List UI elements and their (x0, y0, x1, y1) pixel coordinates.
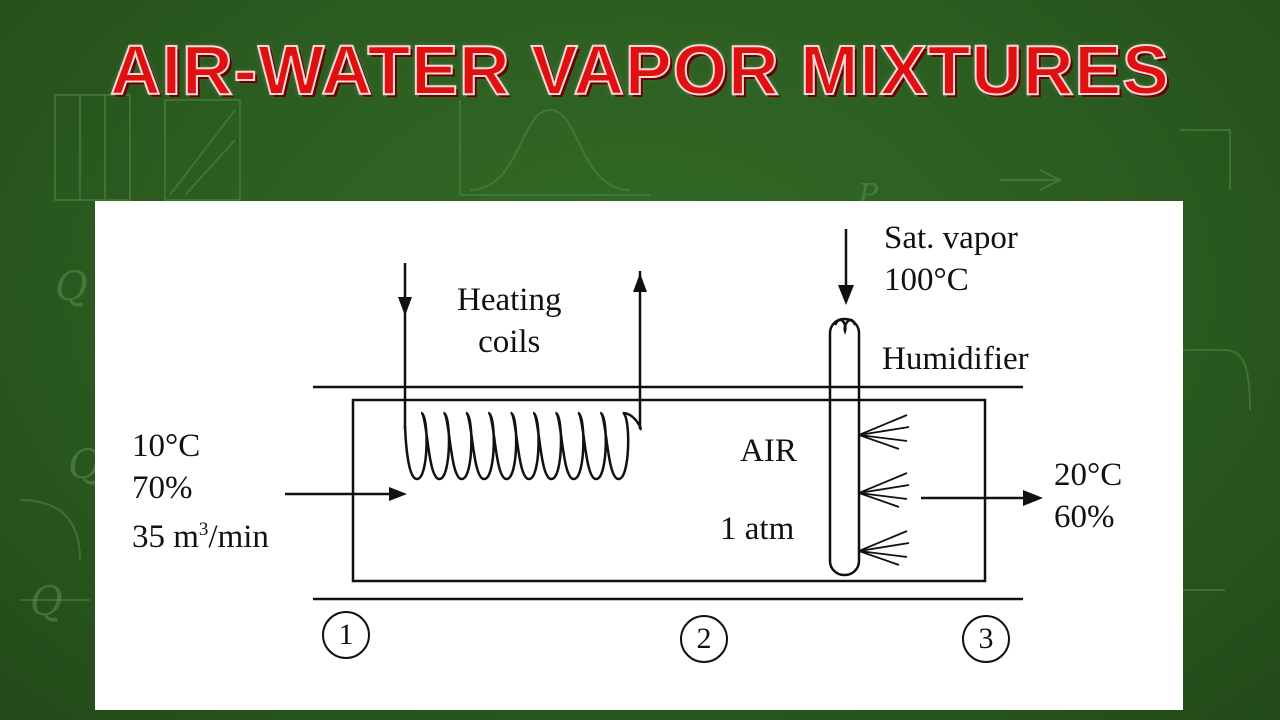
steam-supply-label: Sat. vapor 100°C (884, 220, 1018, 298)
inlet-arrow-icon (389, 487, 407, 501)
state-2-marker: 2 (680, 615, 728, 663)
state-3-marker: 3 (962, 615, 1010, 663)
svg-text:Q: Q (55, 264, 88, 310)
air-label: AIR (740, 433, 797, 469)
humidifier-pipe-cap (833, 318, 857, 335)
diagram-panel: Heating coils Sat. vapor 100°C Humidifie… (95, 201, 1183, 710)
outlet-arrow-icon (1023, 490, 1043, 506)
heating-coil (403, 263, 642, 481)
coil-inlet-arrow-icon (398, 297, 412, 316)
pressure-label: 1 atm (720, 511, 795, 547)
humidifier-spray-nozzles (858, 414, 910, 566)
steam-inlet-arrow-icon (838, 285, 854, 305)
process-schematic (285, 229, 1043, 601)
outlet-state-label: 20°C 60% (1054, 457, 1123, 535)
duct-body (351, 398, 987, 583)
heating-coils-label: Heating coils (457, 282, 562, 360)
coil-outlet-arrow-icon (633, 273, 647, 292)
inlet-flow-rate: 35 m3/min (132, 519, 269, 555)
humidifier-label: Humidifier (882, 341, 1029, 377)
page-title: AIR-WATER VAPOR MIXTURES (109, 30, 1170, 110)
state-1-marker: 1 (322, 611, 370, 659)
svg-text:Q: Q (30, 579, 63, 625)
inlet-state-label: 10°C 70% 35 m3/min (132, 425, 269, 558)
humidifier-pipe (828, 317, 861, 577)
